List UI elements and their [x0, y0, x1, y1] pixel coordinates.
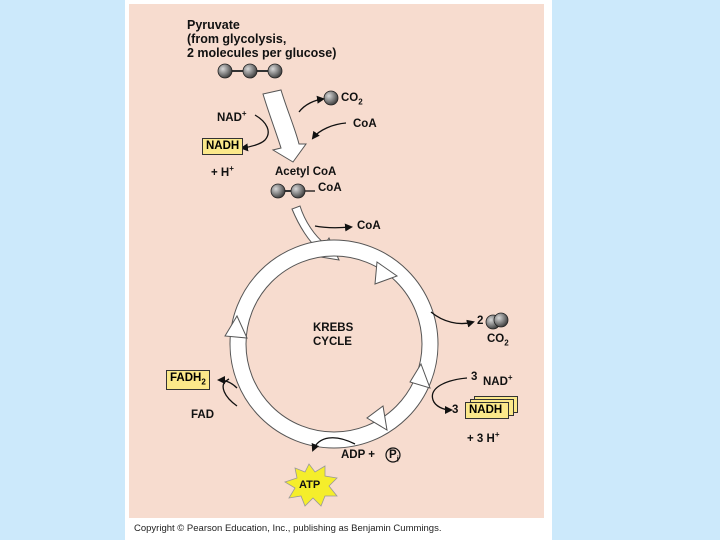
- fad-label: FAD: [191, 409, 214, 422]
- copyright-notice: Copyright © Pearson Education, Inc., pub…: [134, 523, 441, 534]
- carbon-atom: [291, 184, 305, 198]
- krebs-cycle-figure: Pyruvate (from glycolysis, 2 molecules p…: [129, 4, 544, 518]
- slide-panel: Pyruvate (from glycolysis, 2 molecules p…: [125, 0, 552, 540]
- nad-label: NAD+: [217, 107, 247, 125]
- acetyl-coa-label: Acetyl CoA: [275, 166, 336, 179]
- nadh-count-label: 3: [452, 404, 458, 417]
- pyruvate-source-label: (from glycolysis,: [187, 32, 286, 46]
- carbon-atom: [268, 64, 282, 78]
- coa-in-label: CoA: [353, 118, 377, 131]
- acetyl-coa-coa-label: CoA: [318, 182, 342, 195]
- coa-in-arrow: [313, 123, 346, 138]
- coa-out-label: CoA: [357, 220, 381, 233]
- co2-molecule: [494, 313, 508, 327]
- nadh-box: NADH: [202, 138, 243, 155]
- co2-count-label: 2: [477, 315, 483, 328]
- pyruvate-label: Pyruvate: [187, 18, 240, 32]
- co2-release-arrow: [299, 99, 323, 112]
- conversion-arrow: [263, 90, 306, 162]
- atp-label: ATP: [299, 479, 320, 492]
- carbon-atom: [271, 184, 285, 198]
- coa-out-arrow: [315, 226, 351, 228]
- pi-label: Pi: [389, 449, 399, 465]
- acetyl-coa-molecule: [271, 184, 315, 198]
- co2-output-label: CO2: [487, 333, 509, 349]
- nad-to-nadh-arrow-2: [432, 378, 467, 410]
- pyruvate-molecule: [218, 64, 282, 78]
- co2-output-arrow: [431, 312, 473, 324]
- co2-molecule: [324, 91, 338, 105]
- carbon-atom: [243, 64, 257, 78]
- carbon-atom: [218, 64, 232, 78]
- fadh2-box: FADH2: [166, 370, 210, 390]
- nad-count-label: 3: [471, 371, 477, 384]
- h-plus-label: + H+: [211, 162, 234, 180]
- pyruvate-count-label: 2 molecules per glucose): [187, 46, 336, 60]
- adp-label: ADP +: [341, 449, 375, 462]
- cycle-title-line1: KREBS: [313, 322, 353, 335]
- fad-to-fadh2-arrow: [219, 380, 237, 388]
- h-plus-output-label: + 3 H+: [467, 428, 499, 446]
- cycle-title-line2: CYCLE: [313, 336, 352, 349]
- nad-output-label: NAD+: [483, 371, 513, 389]
- co2-label: CO2: [341, 92, 363, 108]
- nadh-output-box: NADH: [465, 402, 509, 419]
